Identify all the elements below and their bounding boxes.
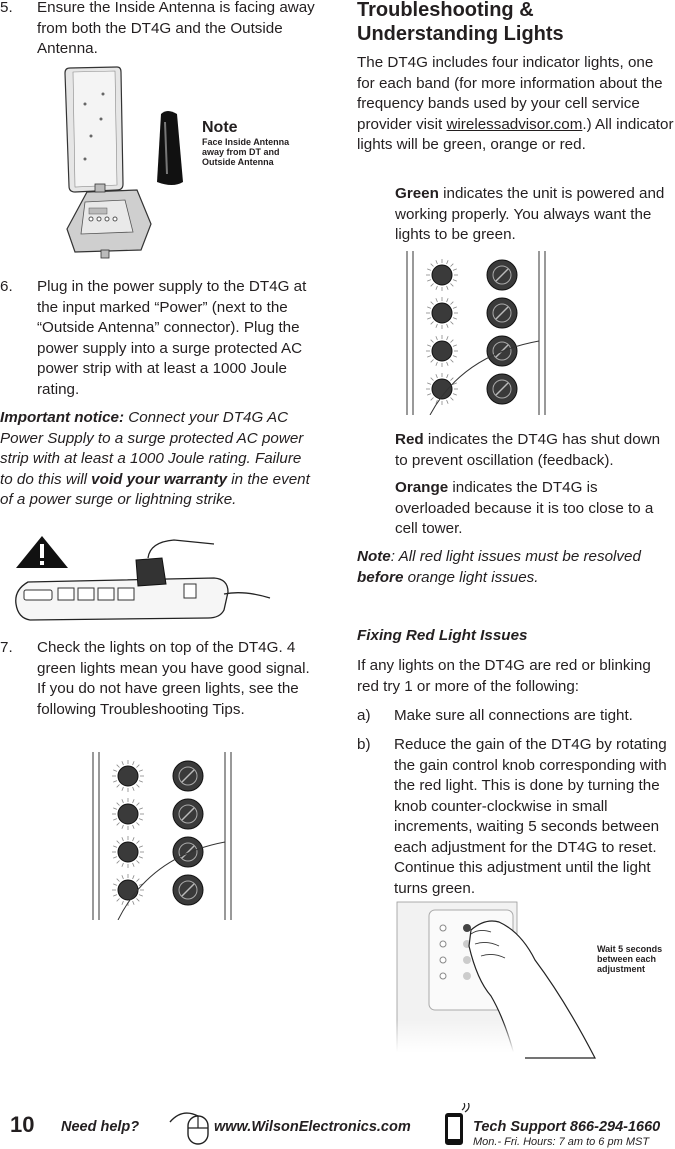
- page-number: 10: [10, 1112, 35, 1137]
- phone-icon: [445, 1103, 470, 1145]
- resolve-note: Note: All red light issues must be resol…: [357, 547, 675, 588]
- page-title-line-2: Understanding Lights: [357, 23, 564, 45]
- gain-knob: [172, 760, 204, 792]
- important-notice-text: Connect your DT4G AC Power Supply to a s…: [0, 409, 304, 488]
- green-label: Green: [395, 185, 439, 202]
- fix-step-b-text: Reduce the gain of the DT4G by rotating …: [394, 736, 667, 897]
- indicator-lights-diagram-right: [406, 251, 546, 415]
- gain-knob: [486, 259, 518, 291]
- intro-text-end: .) All indicator lights will be green, o…: [357, 115, 674, 154]
- indicator-light: [112, 760, 144, 792]
- gain-knob: [172, 836, 204, 868]
- green-description: Green indicates the unit is powered and …: [395, 184, 667, 246]
- indicator-lights: [426, 259, 458, 405]
- note-body: Face Inside Antenna away from DT and Out…: [202, 137, 290, 167]
- intro-text: The DT4G includes four indicator lights,…: [357, 54, 663, 133]
- fix-intro: If any lights on the DT4G are red or bli…: [357, 657, 651, 695]
- void-warranty: void your warranty: [91, 470, 228, 488]
- indicator-light: [112, 798, 144, 830]
- fix-step-a: a) Make sure all connections are tight.: [357, 706, 675, 727]
- wirelessadvisor-link[interactable]: wirelessadvisor.com: [446, 115, 583, 133]
- warning-icon: [16, 536, 68, 568]
- green-text: indicates the unit is powered and workin…: [395, 185, 665, 243]
- mouse-icon: [169, 1112, 209, 1145]
- resolve-note-text: : All red light issues must be resolved: [390, 548, 641, 565]
- resolve-note-label: Note: [357, 548, 391, 565]
- page-title: Troubleshooting & Understanding Lights: [357, 0, 675, 46]
- step-7: 7. Check the lights on top of the DT4G. …: [0, 638, 322, 720]
- step-5-number: 5.: [0, 0, 13, 16]
- resolve-note-before: before: [357, 568, 404, 586]
- indicator-light: [426, 259, 458, 291]
- step-6: 6. Plug in the power supply to the DT4G …: [0, 277, 322, 400]
- indicator-light: [112, 874, 144, 906]
- step-6-number: 6.: [0, 278, 13, 295]
- gain-knobs: [486, 259, 518, 405]
- red-text: indicates the DT4G has shut down to prev…: [395, 431, 661, 469]
- intro-paragraph: The DT4G includes four indicator lights,…: [357, 53, 675, 156]
- gain-knob: [172, 798, 204, 830]
- dt4g-unit: [66, 183, 152, 259]
- orange-text: indicates the DT4G is overloaded because…: [395, 479, 654, 537]
- outside-antenna-panel: [64, 66, 124, 193]
- support-hours: Mon.- Fri. Hours: 7 am to 6 pm MST: [473, 1136, 650, 1148]
- orange-label: Orange: [395, 479, 449, 496]
- indicator-light: [426, 335, 458, 367]
- gain-knob: [486, 373, 518, 405]
- gain-knob: [486, 297, 518, 329]
- website-link[interactable]: www.WilsonElectronics.com: [214, 1119, 411, 1135]
- inside-antenna: [157, 111, 183, 185]
- important-notice: Important notice: Connect your DT4G AC P…: [0, 408, 318, 511]
- step-5: 5. Ensure the Inside Antenna is facing a…: [0, 0, 320, 60]
- fix-step-a-label: a): [357, 707, 371, 724]
- important-notice-text-end: in the event of a power surge or lightni…: [0, 470, 310, 509]
- indicator-light: [426, 297, 458, 329]
- orange-description: Orange indicates the DT4G is overloaded …: [395, 478, 671, 540]
- need-help-text: Need help?: [61, 1119, 140, 1135]
- step-5-text: Ensure the Inside Antenna is facing away…: [37, 0, 315, 57]
- step-7-number: 7.: [0, 639, 13, 656]
- red-label: Red: [395, 431, 424, 448]
- wait-label: Wait 5 seconds between each adjustment: [597, 944, 663, 974]
- fix-step-b: b) Reduce the gain of the DT4G by rotati…: [357, 735, 675, 899]
- indicator-light: [112, 836, 144, 868]
- indicator-lights: [112, 760, 144, 906]
- power-strip-illustration: [15, 536, 271, 621]
- fix-step-a-text: Make sure all connections are tight.: [394, 707, 633, 724]
- indicator-lights-diagram-left: [92, 752, 232, 920]
- step-7-text: Check the lights on top of the DT4G. 4 g…: [37, 639, 310, 718]
- indicator-light: [426, 373, 458, 405]
- tech-support-phone[interactable]: Tech Support 866-294-1660: [473, 1119, 661, 1135]
- hand-adjusting-knob-illustration: [395, 901, 596, 1060]
- gain-knob: [172, 874, 204, 906]
- resolve-note-text-end: orange light issues.: [403, 568, 539, 586]
- antenna-placement-illustration: [64, 66, 183, 259]
- note-title: Note: [202, 119, 238, 136]
- page-title-line-1: Troubleshooting &: [357, 0, 534, 21]
- step-6-text: Plug in the power supply to the DT4G at …: [37, 278, 307, 398]
- fix-heading: Fixing Red Light Issues: [357, 627, 528, 644]
- gain-knobs: [172, 760, 204, 906]
- important-notice-label: Important notice:: [0, 409, 125, 426]
- fix-step-b-label: b): [357, 736, 371, 753]
- red-description: Red indicates the DT4G has shut down to …: [395, 430, 675, 471]
